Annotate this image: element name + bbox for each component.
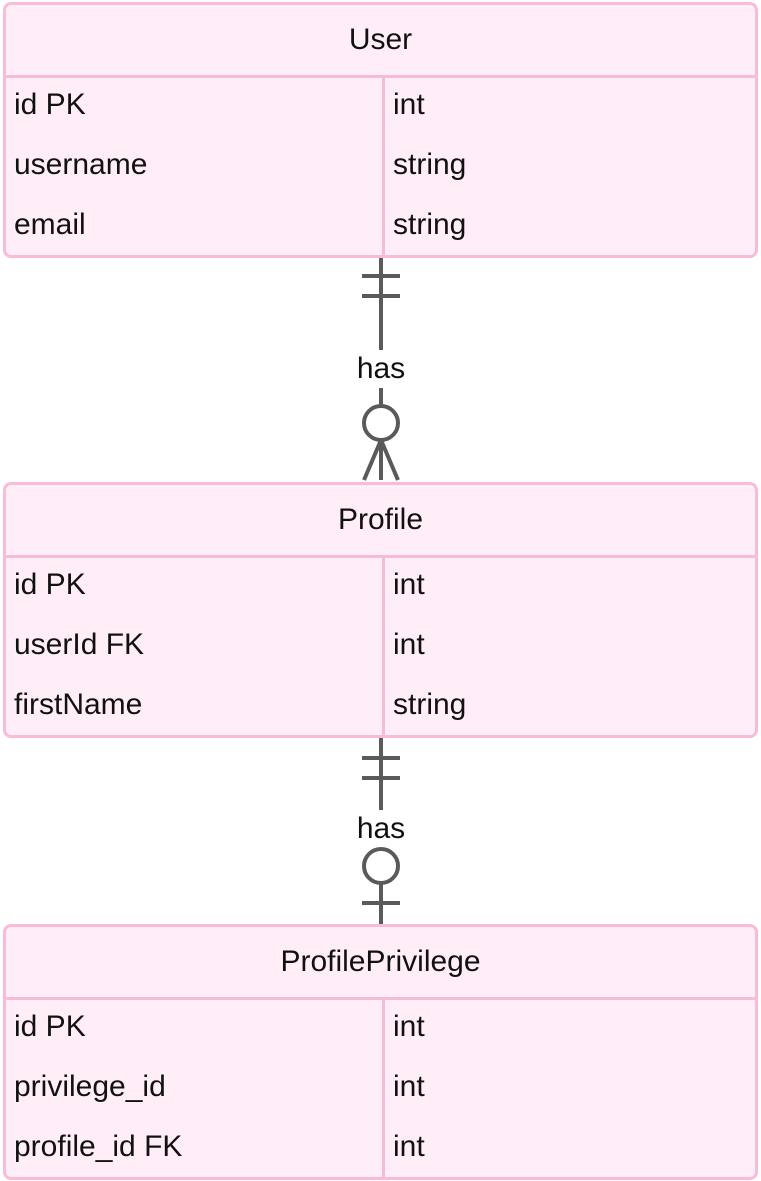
attribute-type: int [393, 1070, 425, 1103]
column-divider [382, 555, 385, 735]
crowfoot-line [362, 439, 383, 481]
relationship-profile-profileprivilege [362, 738, 400, 924]
attribute-name: profile_id FK [14, 1130, 183, 1163]
attribute-row: userId FK int [6, 615, 755, 675]
column-divider [382, 75, 385, 255]
attribute-table: id PK int userId FK int firstName string [6, 555, 755, 735]
zero-marker-circle [362, 404, 400, 442]
attribute-name: username [14, 148, 148, 181]
entity-user: User id PK int username string email str… [3, 2, 758, 258]
entity-profile: Profile id PK int userId FK int firstNam… [3, 482, 758, 738]
attribute-type: int [393, 628, 425, 661]
attribute-type: string [393, 208, 467, 241]
entity-title: ProfilePrivilege [6, 927, 755, 1000]
attribute-type: int [393, 88, 425, 121]
crowfoot-line [379, 439, 400, 481]
attribute-type: string [393, 688, 467, 721]
attribute-name: email [14, 208, 86, 241]
entity-title: User [6, 5, 755, 78]
attribute-type: int [393, 568, 425, 601]
relationship-label: has [357, 352, 405, 385]
attribute-name: id PK [14, 568, 86, 601]
attribute-row: privilege_id int [6, 1057, 755, 1117]
attribute-row: id PK int [6, 75, 755, 135]
attribute-row: id PK int [6, 997, 755, 1057]
attribute-table: id PK int username string email string [6, 75, 755, 255]
entity-title: Profile [6, 485, 755, 558]
attribute-name: firstName [14, 688, 143, 721]
attribute-name: userId FK [14, 628, 145, 661]
attribute-row: id PK int [6, 555, 755, 615]
attribute-name: id PK [14, 1010, 86, 1043]
relationship-label: has [357, 812, 405, 845]
attribute-type: string [393, 148, 467, 181]
attribute-table: id PK int privilege_id int profile_id FK… [6, 997, 755, 1177]
attribute-row: username string [6, 135, 755, 195]
attribute-row: email string [6, 195, 755, 255]
attribute-type: int [393, 1010, 425, 1043]
attribute-name: privilege_id [14, 1070, 166, 1103]
relationship-user-profile [362, 258, 400, 481]
column-divider [382, 997, 385, 1177]
entity-profileprivilege: ProfilePrivilege id PK int privilege_id … [3, 924, 758, 1180]
attribute-type: int [393, 1130, 425, 1163]
attribute-row: firstName string [6, 675, 755, 735]
attribute-row: profile_id FK int [6, 1117, 755, 1177]
zero-marker-circle [362, 847, 400, 885]
attribute-name: id PK [14, 88, 86, 121]
